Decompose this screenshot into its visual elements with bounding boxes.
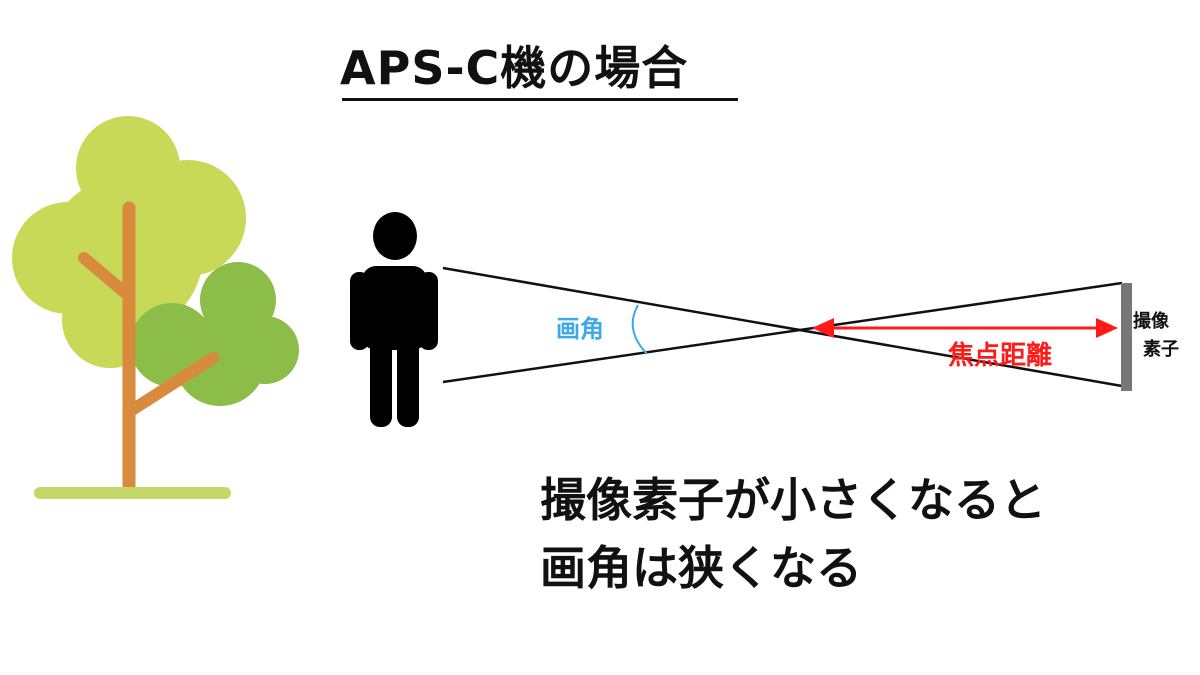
- tree-canopy-dark-center: [174, 314, 266, 406]
- caption: 撮像素子が小さくなると 画角は狭くなる: [540, 470, 1046, 606]
- angle-arc: [633, 305, 647, 354]
- caption-line1: 撮像素子が小さくなると: [540, 470, 1046, 538]
- image-sensor: [1121, 283, 1132, 391]
- person-head: [373, 212, 417, 260]
- focal-length-label: 焦点距離: [948, 340, 1052, 372]
- person-icon: [350, 212, 438, 427]
- tree-icon: [12, 116, 299, 493]
- image-sensor-label-line2: 素子: [1133, 336, 1193, 364]
- person-arm-right: [419, 272, 438, 350]
- person-leg-right: [397, 330, 419, 427]
- angle-of-view-label: 画角: [556, 314, 604, 344]
- image-sensor-label: 撮像 素子: [1133, 308, 1193, 364]
- person-arm-left: [350, 272, 369, 350]
- arrow-head-right: [1096, 318, 1118, 338]
- caption-line2: 画角は狭くなる: [540, 538, 1046, 606]
- person-leg-left: [370, 330, 392, 427]
- image-sensor-label-line1: 撮像: [1133, 311, 1169, 332]
